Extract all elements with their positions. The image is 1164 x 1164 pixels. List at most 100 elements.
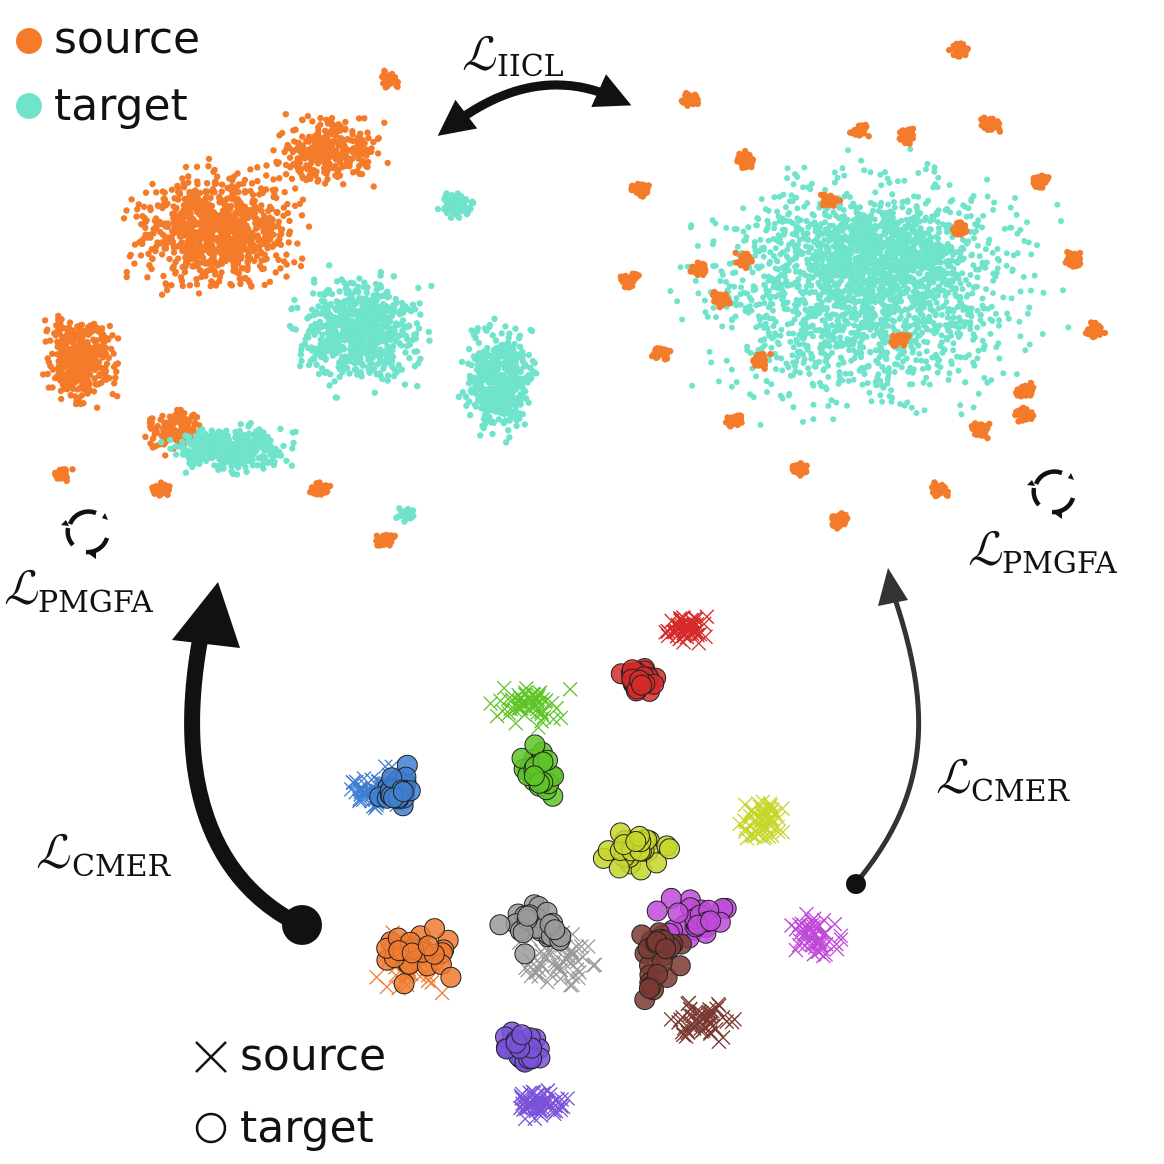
target-point: [786, 390, 793, 397]
target-point: [922, 200, 929, 207]
target-point: [392, 337, 400, 344]
target-point: [260, 438, 267, 445]
target-point: [391, 326, 398, 333]
target-point: [1007, 204, 1014, 211]
source-point: [213, 237, 221, 244]
target-point: [467, 411, 474, 419]
target-point: [830, 416, 837, 423]
target-point: [995, 322, 1002, 329]
target-point: [825, 402, 832, 409]
target-point: [974, 324, 981, 331]
target-point: [715, 378, 722, 385]
target-point: [470, 377, 477, 385]
target-point: [371, 389, 378, 396]
target-point: [1031, 272, 1038, 279]
target-point: [482, 410, 489, 417]
source-point: [324, 176, 331, 183]
source-point: [192, 221, 200, 228]
source-point: [203, 190, 210, 197]
target-point: [366, 343, 373, 350]
target-point: [749, 269, 756, 276]
source-point: [193, 163, 201, 170]
target-point: [185, 439, 192, 446]
source-point: [308, 168, 316, 175]
target-point: [909, 349, 916, 356]
target-point: [166, 436, 174, 444]
target-point: [688, 222, 695, 229]
source-point: [195, 290, 203, 297]
source-point: [163, 237, 171, 244]
target-point: [1016, 318, 1023, 325]
target-point: [674, 298, 681, 305]
target-point: [970, 359, 977, 366]
source-point: [376, 542, 383, 549]
target-point: [447, 214, 455, 221]
source-point: [174, 255, 182, 262]
target-point: [993, 344, 1000, 351]
source-point: [180, 184, 188, 191]
target-point: [414, 382, 421, 390]
target-point: [393, 514, 400, 521]
target-point: [370, 304, 378, 311]
source-point: [133, 213, 140, 220]
source-point: [304, 112, 312, 120]
source-point: [266, 235, 274, 242]
source-point: [151, 226, 158, 233]
target-point: [1014, 250, 1021, 257]
source-point: [169, 265, 176, 272]
target-point: [953, 271, 960, 278]
source-point: [235, 181, 243, 188]
source-point: [177, 421, 184, 428]
source-point: [380, 80, 387, 87]
source-point: [270, 147, 277, 154]
target-point: [757, 421, 764, 428]
target-point: [751, 239, 758, 245]
source-point: [199, 254, 207, 262]
target-point: [1005, 315, 1012, 322]
target-point: [336, 288, 343, 295]
target-point: [1022, 347, 1029, 354]
target-point: [370, 366, 378, 373]
target-point: [513, 374, 520, 381]
target-point: [480, 389, 488, 396]
target-point: [861, 167, 868, 174]
target-point: [474, 361, 482, 368]
target-point: [968, 198, 975, 204]
source-point: [181, 268, 189, 276]
target-point: [345, 287, 352, 295]
target-point: [502, 323, 509, 330]
source-point: [377, 537, 384, 544]
source-point: [183, 204, 191, 211]
target-point: [975, 390, 982, 397]
target-point: [938, 339, 945, 346]
source-point: [170, 203, 177, 210]
target-point: [465, 360, 472, 367]
source-point: [164, 491, 171, 499]
source-point: [196, 189, 204, 197]
source-point: [244, 258, 251, 265]
source-point: [236, 208, 243, 215]
source-point: [190, 425, 197, 432]
target-point: [500, 420, 507, 427]
target-point: [1040, 289, 1047, 296]
target-point: [710, 304, 717, 311]
source-point: [67, 337, 74, 344]
source-point: [94, 381, 101, 388]
source-point: [162, 245, 170, 252]
target-point: [312, 350, 320, 358]
target-point: [757, 236, 764, 243]
target-point: [329, 352, 337, 359]
source-point: [175, 415, 182, 422]
source-point: [113, 368, 120, 375]
source-point: [298, 165, 305, 173]
target-point: [984, 193, 991, 200]
target-point: [667, 288, 674, 294]
target-point: [950, 347, 957, 354]
source-point: [154, 202, 162, 209]
source-point: [66, 319, 74, 326]
source-point: [137, 252, 145, 259]
source-point: [316, 134, 323, 142]
source-point: [219, 255, 226, 262]
target-point: [907, 146, 914, 153]
target-point: [506, 434, 513, 441]
